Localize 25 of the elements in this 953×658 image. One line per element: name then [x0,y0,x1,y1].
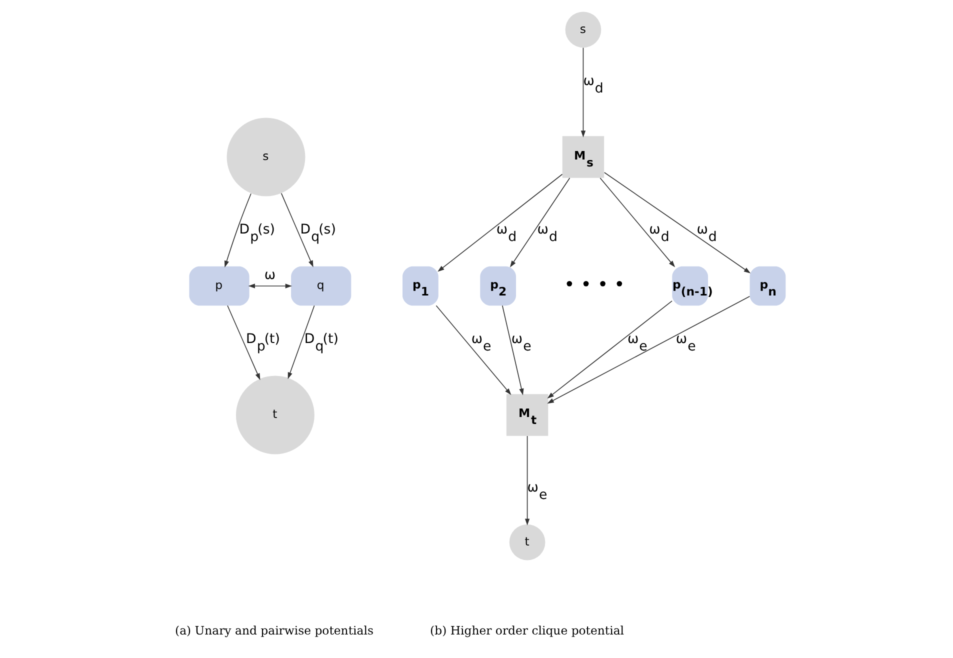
node-box: q [290,266,351,306]
node-circle: t [508,524,545,560]
edge-label: ω [264,268,276,284]
arrow [224,193,251,268]
arrow [226,305,260,380]
arrow [280,192,313,268]
arrow [248,284,292,288]
arrow [435,305,511,395]
node-circle: s [564,12,601,48]
arrow [509,178,570,268]
arrow [603,172,750,274]
label: (a) Unary and pairwise potentials [174,623,373,638]
arrow [599,178,675,268]
arrow [546,300,672,399]
arrow [501,305,524,396]
label: (b) Higher order clique potential [430,623,624,638]
arrow [546,296,750,404]
arrow [524,436,530,526]
arrow [437,174,562,272]
arrow [580,47,586,138]
node-circle: s [226,118,305,196]
node-box: p [188,266,249,306]
arrow [287,305,314,380]
label: • • • • [564,274,624,296]
node-circle: t [235,376,314,454]
